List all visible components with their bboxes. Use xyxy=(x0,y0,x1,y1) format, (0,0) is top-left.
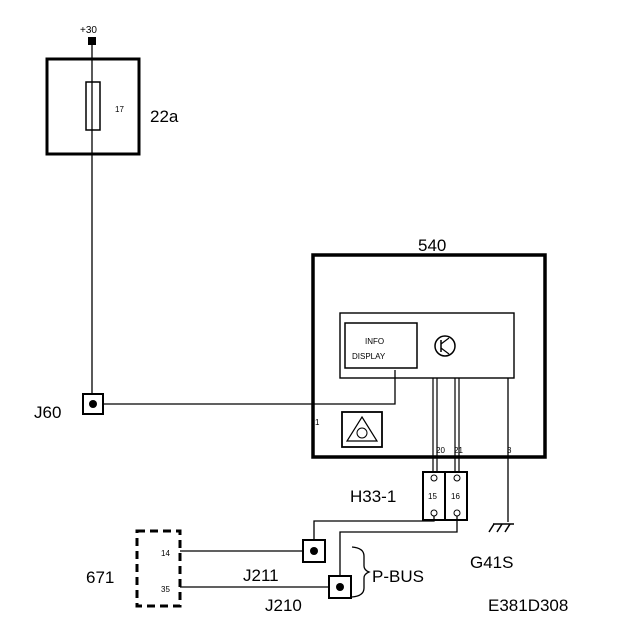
module-pin-21: 21 xyxy=(454,446,463,455)
fuse-element xyxy=(85,81,101,131)
info-display-line2: DISPLAY xyxy=(352,352,386,361)
module-pin-20: 20 xyxy=(436,446,445,455)
connector-h33 xyxy=(422,471,468,521)
connector-h33-pin-15: 15 xyxy=(428,492,437,501)
module-540-box xyxy=(311,253,547,459)
p-bus-brace xyxy=(351,546,371,598)
connector-h33-label: H33-1 xyxy=(350,487,396,506)
supply-label: +30 xyxy=(80,25,97,36)
module-540-label: 540 xyxy=(418,236,446,255)
junction-j211-label: J211 xyxy=(243,566,279,585)
junction-j60-label: J60 xyxy=(34,403,61,422)
electronic-module-icon xyxy=(341,411,383,448)
wire-h33-15-to-j211 xyxy=(313,516,435,545)
junction-j60 xyxy=(82,393,104,415)
p-bus-label: P-BUS xyxy=(372,567,424,586)
transistor-icon xyxy=(434,335,456,357)
junction-j210-label: J210 xyxy=(265,596,302,615)
ground-icon xyxy=(488,523,514,533)
device-671-pin-35: 35 xyxy=(161,585,170,594)
junction-j211 xyxy=(302,539,326,563)
connector-h33-pin-16: 16 xyxy=(451,492,460,501)
fuse-box xyxy=(45,57,141,156)
ground-label: G41S xyxy=(470,553,513,572)
device-671-pin-14: 14 xyxy=(161,549,170,558)
figure-code: E381D308 xyxy=(488,596,568,615)
j60-to-display-wire xyxy=(103,370,396,405)
junction-j210 xyxy=(328,575,352,599)
device-671-label: 671 xyxy=(86,568,114,587)
info-display-frame xyxy=(344,322,418,369)
fuse-number: 17 xyxy=(115,105,124,114)
module-inner-panel xyxy=(339,312,515,379)
info-display-line1: INFO xyxy=(365,337,384,346)
supply-terminal xyxy=(88,37,96,45)
module-pin-1: 1 xyxy=(315,418,320,427)
device-671-box xyxy=(135,529,182,608)
fuse-box-label: 22a xyxy=(150,107,179,126)
module-pin-3: 3 xyxy=(507,446,512,455)
wire-h33-16-to-j210 xyxy=(339,516,458,578)
